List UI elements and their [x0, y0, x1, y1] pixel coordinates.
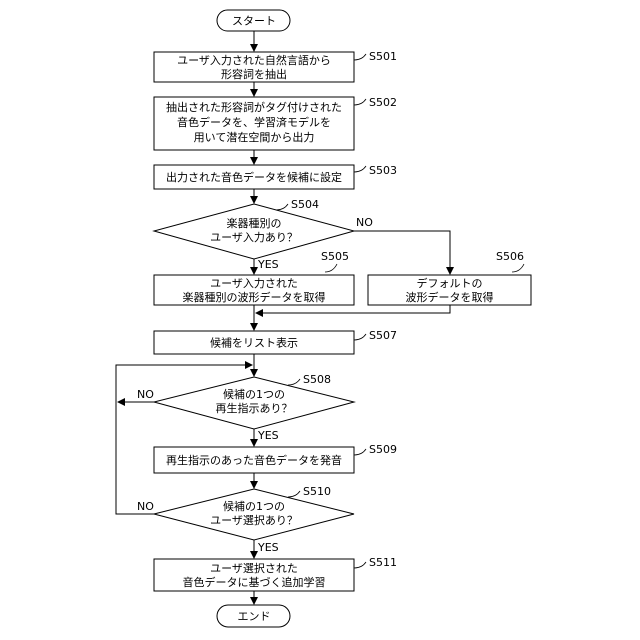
s505-line-1: ユーザ入力された [210, 277, 298, 290]
s502-line-2: 音色データを、学習済モデルを [177, 115, 331, 129]
s511-line-2: 音色データに基づく追加学習 [183, 575, 326, 589]
leader-s501 [354, 54, 366, 60]
step-id-s510: S510 [303, 485, 331, 498]
leader-s502 [354, 99, 366, 105]
process-s505: ユーザ入力された 楽器種別の波形データを取得 [154, 275, 354, 305]
step-id-s507: S507 [369, 329, 397, 342]
step-id-s511: S511 [369, 556, 397, 569]
s504-line-2: ユーザ入力あり？ [210, 231, 298, 244]
s506-line-1: デフォルトの [417, 276, 483, 290]
s508-no-label: NO [137, 388, 154, 401]
step-id-s505: S505 [321, 250, 349, 263]
leader-s507 [354, 334, 366, 340]
s508-line-2: 再生指示あり？ [216, 401, 293, 415]
s504-line-1: 楽器種別の [227, 216, 282, 230]
process-s506: デフォルトの 波形データを取得 [368, 275, 531, 305]
step-id-s501: S501 [369, 50, 397, 63]
leader-s510 [288, 491, 300, 497]
process-s511: ユーザ選択された 音色データに基づく追加学習 [154, 559, 354, 591]
s508-yes-label: YES [257, 429, 279, 442]
s503-line-1: 出力された音色データを候補に設定 [166, 170, 342, 184]
process-s503: 出力された音色データを候補に設定 [154, 165, 354, 189]
s509-line-1: 再生指示のあった音色データを発音 [166, 453, 342, 467]
leader-s504 [276, 204, 288, 210]
leader-s509 [354, 449, 366, 455]
step-id-s509: S509 [369, 443, 397, 456]
leader-s511 [354, 562, 366, 568]
leader-s508 [288, 379, 300, 385]
step-id-s506: S506 [496, 250, 524, 263]
s504-yes-label: YES [257, 258, 279, 271]
step-id-s503: S503 [369, 164, 397, 177]
leader-s503 [354, 166, 366, 172]
s507-line-1: 候補をリスト表示 [210, 336, 298, 350]
leader-s505 [325, 264, 337, 272]
step-id-s508: S508 [303, 373, 331, 386]
s502-line-1: 抽出された形容詞がタグ付けされた [166, 100, 342, 114]
terminal-end-label: エンド [238, 610, 271, 623]
line-s506-merge [256, 305, 450, 313]
terminal-start-label: スタート [232, 15, 276, 28]
s504-no-label: NO [356, 216, 373, 229]
step-id-s504: S504 [291, 198, 319, 211]
process-s509: 再生指示のあった音色データを発音 [154, 447, 354, 473]
leader-s506 [512, 264, 524, 272]
s502-line-3: 用いて潜在空間から出力 [194, 130, 315, 144]
terminal-start: スタート [217, 10, 290, 31]
s511-line-1: ユーザ選択された [210, 561, 298, 575]
arrow-s504-no [354, 231, 450, 274]
s508-line-1: 候補の1つの [223, 387, 285, 401]
process-s502: 抽出された形容詞がタグ付けされた 音色データを、学習済モデルを 用いて潜在空間か… [154, 97, 354, 150]
s510-yes-label: YES [257, 541, 279, 554]
s510-line-1: 候補の1つの [223, 499, 285, 513]
s510-line-2: ユーザ選択あり？ [210, 513, 298, 527]
s506-line-2: 波形データを取得 [406, 290, 494, 304]
process-s507: 候補をリスト表示 [154, 331, 354, 354]
process-s501: ユーザ入力された自然言語から 形容詞を抽出 [154, 52, 354, 82]
s510-no-label: NO [137, 500, 154, 513]
s505-line-2: 楽器種別の波形データを取得 [183, 290, 326, 304]
s501-line-2: 形容詞を抽出 [221, 67, 287, 81]
s501-line-1: ユーザ入力された自然言語から [177, 53, 331, 67]
terminal-end: エンド [217, 605, 290, 627]
step-id-s502: S502 [369, 96, 397, 109]
